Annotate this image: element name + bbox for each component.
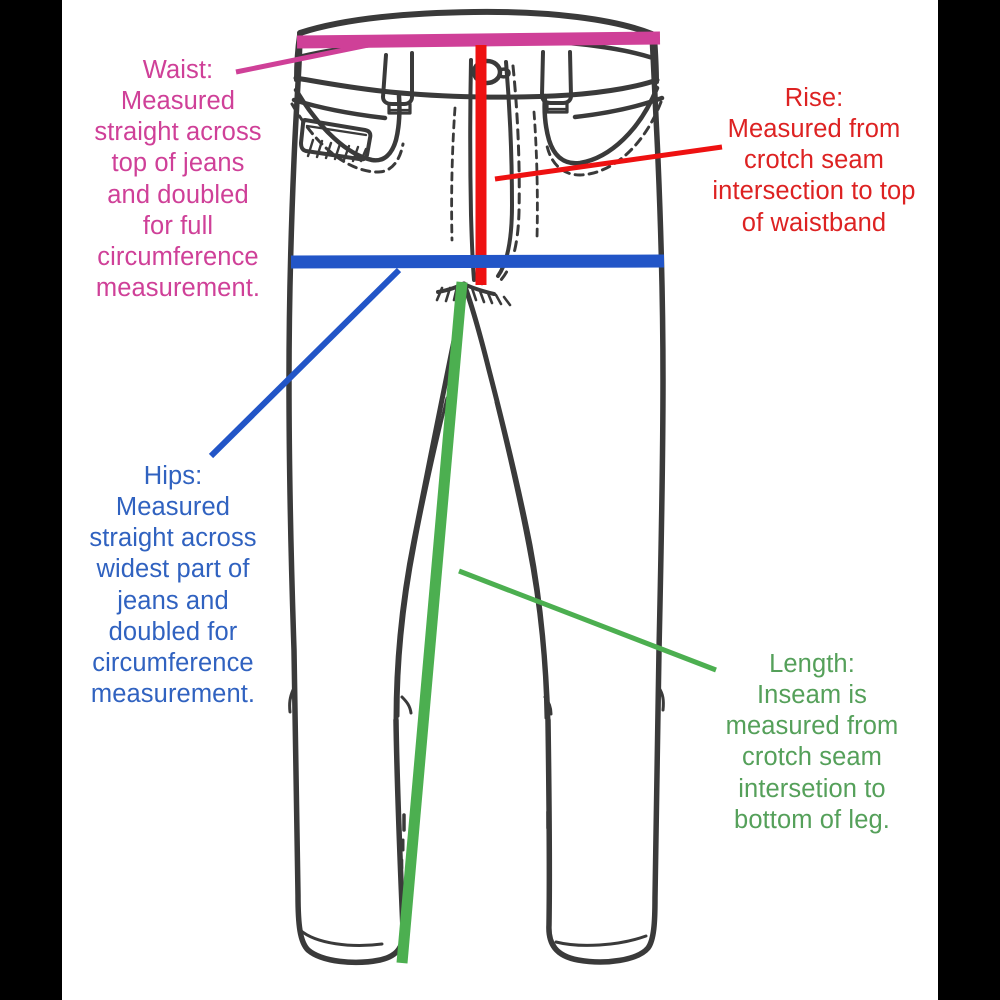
annotation-waist-body: Measured straight across top of jeans an… bbox=[94, 87, 262, 302]
annotation-length-body: Inseam is measured from crotch seam inte… bbox=[725, 681, 899, 834]
waist-leader-line bbox=[235, 40, 379, 75]
rise-leader-line bbox=[494, 144, 723, 182]
annotation-rise: Rise:Measured from crotch seam intersect… bbox=[692, 52, 936, 239]
annotation-rise-heading: Rise: bbox=[784, 84, 844, 113]
annotation-hips-body: Measured straight across widest part of … bbox=[89, 493, 257, 708]
length-leader-line bbox=[458, 568, 717, 673]
paper-background bbox=[62, 0, 938, 1000]
annotation-length-heading: Length: bbox=[769, 650, 855, 679]
annotation-hips-heading: Hips: bbox=[143, 462, 203, 491]
annotation-rise-body: Measured from crotch seam intersection t… bbox=[712, 115, 916, 237]
annotation-length: Length:Inseam is measured from crotch se… bbox=[700, 618, 924, 836]
annotation-waist: Waist:Measured straight across top of je… bbox=[76, 24, 280, 304]
hips-measurement-line bbox=[290, 254, 665, 269]
annotation-waist-heading: Waist: bbox=[142, 56, 214, 85]
length-measurement-line bbox=[396, 281, 468, 964]
waist-measurement-line bbox=[296, 31, 661, 49]
annotation-hips: Hips:Measured straight across widest par… bbox=[70, 430, 276, 710]
hips-leader-line bbox=[208, 267, 402, 459]
jeans-line-drawing bbox=[286, 8, 666, 966]
